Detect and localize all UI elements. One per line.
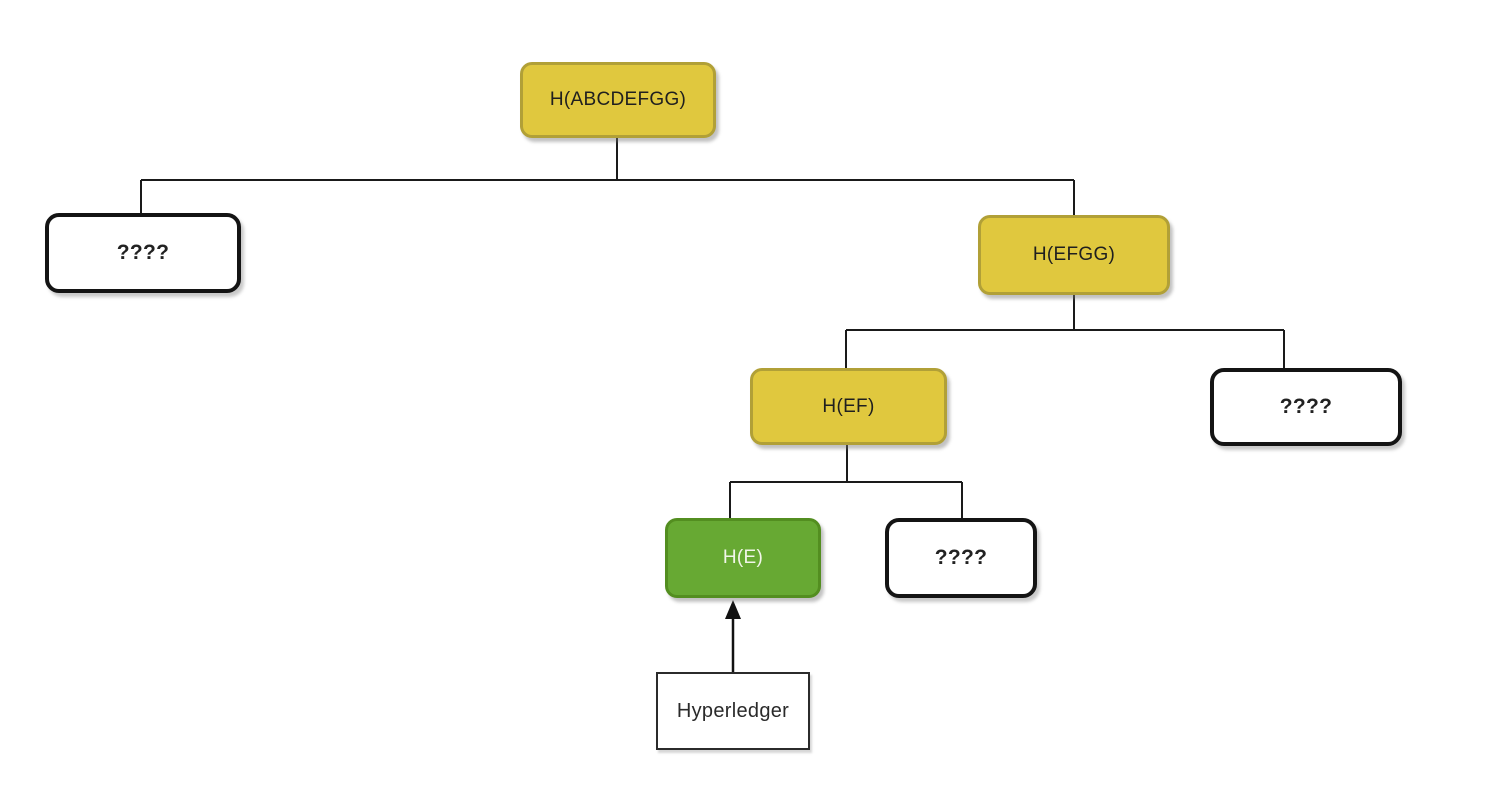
connector-root-to-children [140, 138, 1075, 215]
node-h-abcdefgg: H(ABCDEFGG) [520, 62, 716, 138]
hyperledger-arrowhead [725, 600, 741, 619]
node-h-efgg: H(EFGG) [978, 215, 1170, 295]
node-unknown-mid: ???? [885, 518, 1037, 598]
node-h-e: H(E) [665, 518, 821, 598]
node-unknown-left: ???? [45, 213, 241, 293]
node-unknown-right: ???? [1210, 368, 1402, 446]
connector-hefgg-to-children [845, 295, 1285, 368]
node-h-ef: H(EF) [750, 368, 947, 445]
connector-hef-to-children [729, 445, 963, 518]
node-hyperledger-data: Hyperledger [656, 672, 810, 750]
